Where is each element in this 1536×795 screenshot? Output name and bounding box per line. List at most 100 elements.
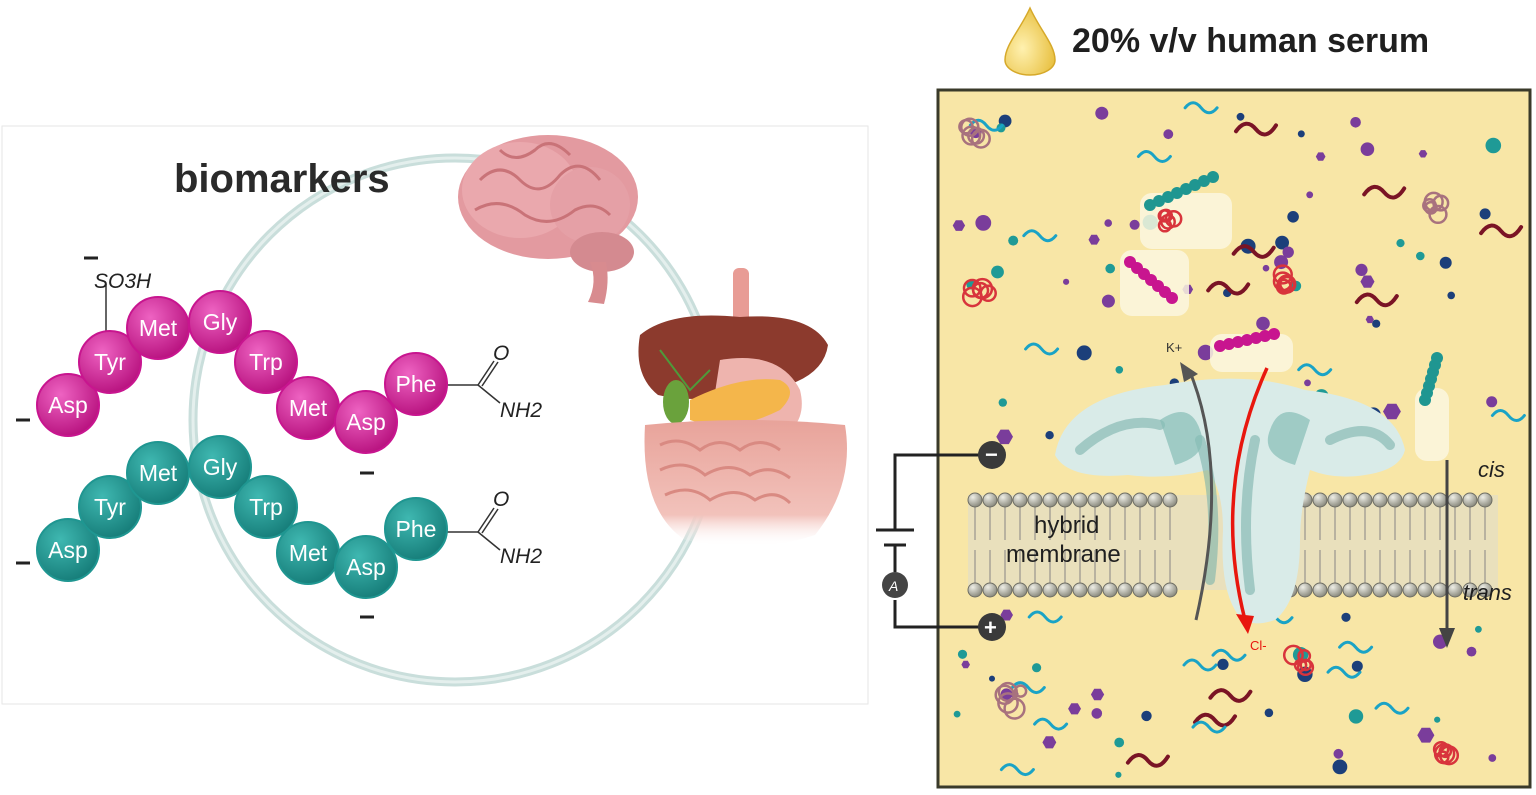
amide-oxygen-label-1: O <box>493 342 509 365</box>
serum-particle <box>1490 409 1526 422</box>
sulfated-peptide-residue-label: Gly <box>203 309 238 335</box>
serum-particle <box>1191 720 1227 734</box>
lipid-molecule <box>1072 492 1088 598</box>
serum-particle <box>1488 754 1497 762</box>
plain-peptide-residue-1: Asp <box>36 518 100 582</box>
serum-particle <box>1350 117 1361 128</box>
serum-particle <box>1434 716 1441 723</box>
lipid-molecule <box>982 492 998 598</box>
sulfated-peptide-residue-label: Tyr <box>94 349 126 375</box>
serum-protein <box>961 277 997 308</box>
lipid-molecule <box>1357 492 1373 598</box>
serum-particle <box>1417 727 1435 743</box>
serum-particle <box>953 710 961 718</box>
cl-ion-arrow <box>1230 367 1269 621</box>
plain-peptide-residue-label: Gly <box>203 454 238 480</box>
serum-peptide <box>1415 352 1449 461</box>
serum-particle <box>1068 703 1081 715</box>
serum-protein <box>1157 208 1183 233</box>
lipid-molecule <box>1477 492 1493 598</box>
serum-particle <box>999 763 1035 777</box>
serum-particle <box>1365 315 1374 324</box>
cl-ion-label: Cl- <box>1250 638 1267 653</box>
cis-trans-arrow-head <box>1439 628 1455 648</box>
membrane-label-line1: hybrid <box>1034 512 1099 539</box>
serum-particle <box>1479 223 1524 239</box>
serum-particle <box>1105 263 1115 274</box>
serum-particle <box>996 429 1013 445</box>
amide-amine-label-2: NH2 <box>500 545 542 568</box>
serum-protein <box>958 117 991 149</box>
sulfated-peptide-residue-2: Tyr <box>78 330 142 394</box>
plain-peptide-residue-label: Trp <box>249 494 283 520</box>
serum-particle <box>1000 609 1013 621</box>
lipid-molecule <box>1432 492 1448 598</box>
serum-particle <box>1264 708 1274 718</box>
serum-particle <box>1211 648 1247 662</box>
ammeter-icon <box>882 572 908 598</box>
serum-protein <box>994 681 1028 720</box>
k-ion-arrow-head <box>1180 362 1198 382</box>
lipid-molecule <box>1057 492 1073 598</box>
serum-peptide <box>1210 328 1293 372</box>
serum-particle <box>1287 211 1299 223</box>
serum-particle <box>1315 152 1326 161</box>
lipid-molecule <box>1327 492 1343 598</box>
sulfated-peptide-residue-5: Trp <box>234 330 298 394</box>
k-ion-arrow <box>1188 371 1214 621</box>
lipid-molecule <box>997 492 1013 598</box>
serum-particle <box>961 660 970 669</box>
lipid-molecule <box>1312 492 1328 598</box>
serum-particle <box>1475 625 1482 633</box>
plain-peptide-residue-label: Asp <box>346 554 386 580</box>
serum-particle <box>1136 150 1172 163</box>
cl-ion-arrow-head <box>1236 614 1254 634</box>
lipid-molecule <box>1417 492 1433 598</box>
serum-particle <box>989 675 995 682</box>
serum-particle <box>1088 234 1100 245</box>
serum-particle <box>1360 142 1375 156</box>
plain-peptide-residue-7: Asp <box>334 535 398 599</box>
plain-peptide-residue-4: Gly <box>188 435 252 499</box>
serum-particle <box>1182 658 1218 672</box>
positive-electrode-label: + <box>984 615 997 640</box>
k-ion-label: K+ <box>1166 340 1182 355</box>
serum-particle <box>1090 688 1105 701</box>
serum-particle <box>1341 612 1351 622</box>
serum-particle <box>1032 663 1042 673</box>
sulfated-peptide-residue-label: Asp <box>48 392 88 418</box>
serum-protein <box>1432 740 1460 766</box>
cis-label: cis <box>1478 457 1505 482</box>
lipid-molecule <box>1117 492 1133 598</box>
plain-peptide-residue-3: Met <box>126 441 190 505</box>
sulfated-peptide-residue-6: Met <box>276 376 340 440</box>
lipid-molecule <box>1042 492 1058 598</box>
serum-particle <box>1091 708 1103 719</box>
sulfated-peptide-residue-label: Met <box>289 395 328 421</box>
serum-drop-icon <box>1004 6 1056 76</box>
plain-peptide-residue-2: Tyr <box>78 475 142 539</box>
plain-peptide-residue-6: Met <box>276 521 340 585</box>
serum-particle <box>1045 431 1054 440</box>
serum-particle <box>1115 771 1122 778</box>
lipid-molecule <box>1087 492 1103 598</box>
serum-particle <box>991 265 1004 279</box>
negative-electrode-label: − <box>985 442 998 467</box>
serum-particle <box>1010 681 1046 695</box>
serum-particle <box>1262 264 1270 272</box>
serum-particle <box>1383 403 1401 420</box>
serum-particle <box>1447 291 1455 300</box>
lipid-molecule <box>1147 492 1163 598</box>
serum-particle <box>1231 244 1276 259</box>
serum-particle <box>957 649 968 659</box>
serum-particle <box>1206 280 1251 296</box>
serum-particle <box>1304 379 1311 387</box>
lipid-molecule <box>1387 492 1403 598</box>
sulfated-peptide-residue-1: Asp <box>36 373 100 437</box>
serum-particle <box>1027 610 1063 624</box>
serum-particle <box>1326 665 1362 679</box>
lipid-molecule <box>1297 492 1313 598</box>
serum-particle <box>1372 319 1381 328</box>
amide-oxygen-label-2: O <box>493 488 509 511</box>
